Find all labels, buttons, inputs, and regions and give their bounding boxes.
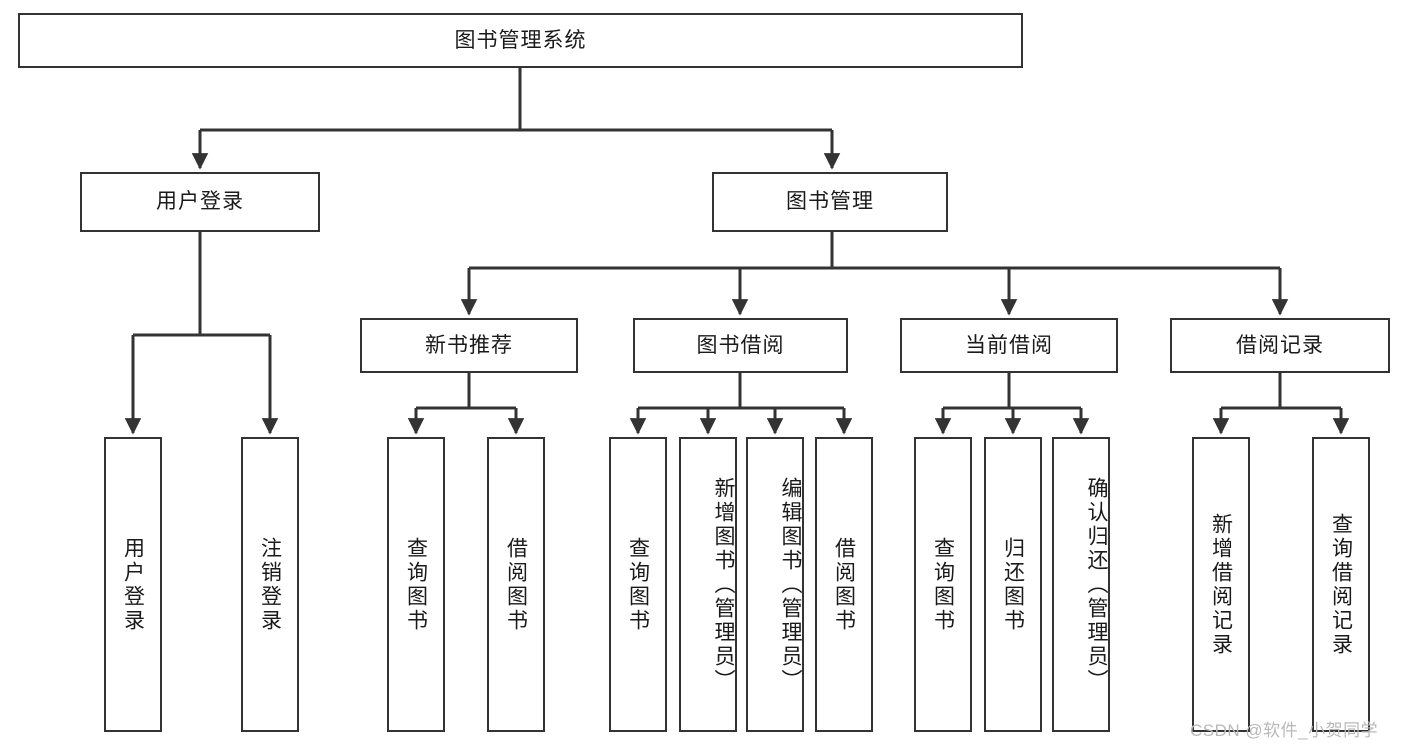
node-book-management[interactable]: 图书管理 [712,172,948,232]
node-current-borrow[interactable]: 当前借阅 [900,318,1118,373]
node-root[interactable]: 图书管理系统 [18,13,1023,68]
node-borrow-record[interactable]: 借阅记录 [1170,318,1390,373]
leaf-edit-book-admin[interactable]: 编辑图书（管理员） [746,437,804,732]
leaf-return-book[interactable]: 归还图书 [984,437,1042,732]
leaf-query-book-bb[interactable]: 查询图书 [609,437,667,732]
leaf-query-book-cb[interactable]: 查询图书 [914,437,972,732]
leaf-add-book-admin[interactable]: 新增图书（管理员） [679,437,737,732]
leaf-borrow-book-nbr[interactable]: 借阅图书 [487,437,545,732]
csdn-watermark: CSDN @软件_小贺同学 [1190,721,1379,740]
leaf-logout[interactable]: 注销登录 [241,437,299,732]
node-book-borrow[interactable]: 图书借阅 [633,318,848,373]
leaf-confirm-return-admin[interactable]: 确认归还（管理员） [1052,437,1110,732]
node-user-login[interactable]: 用户登录 [80,172,320,232]
leaf-borrow-book-bb[interactable]: 借阅图书 [815,437,873,732]
leaf-query-book-nbr[interactable]: 查询图书 [387,437,445,732]
leaf-query-borrow-record[interactable]: 查询借阅记录 [1312,437,1370,732]
node-new-book-recommend[interactable]: 新书推荐 [360,318,578,373]
leaf-user-login[interactable]: 用户登录 [104,437,162,732]
leaf-add-borrow-record[interactable]: 新增借阅记录 [1192,437,1250,732]
